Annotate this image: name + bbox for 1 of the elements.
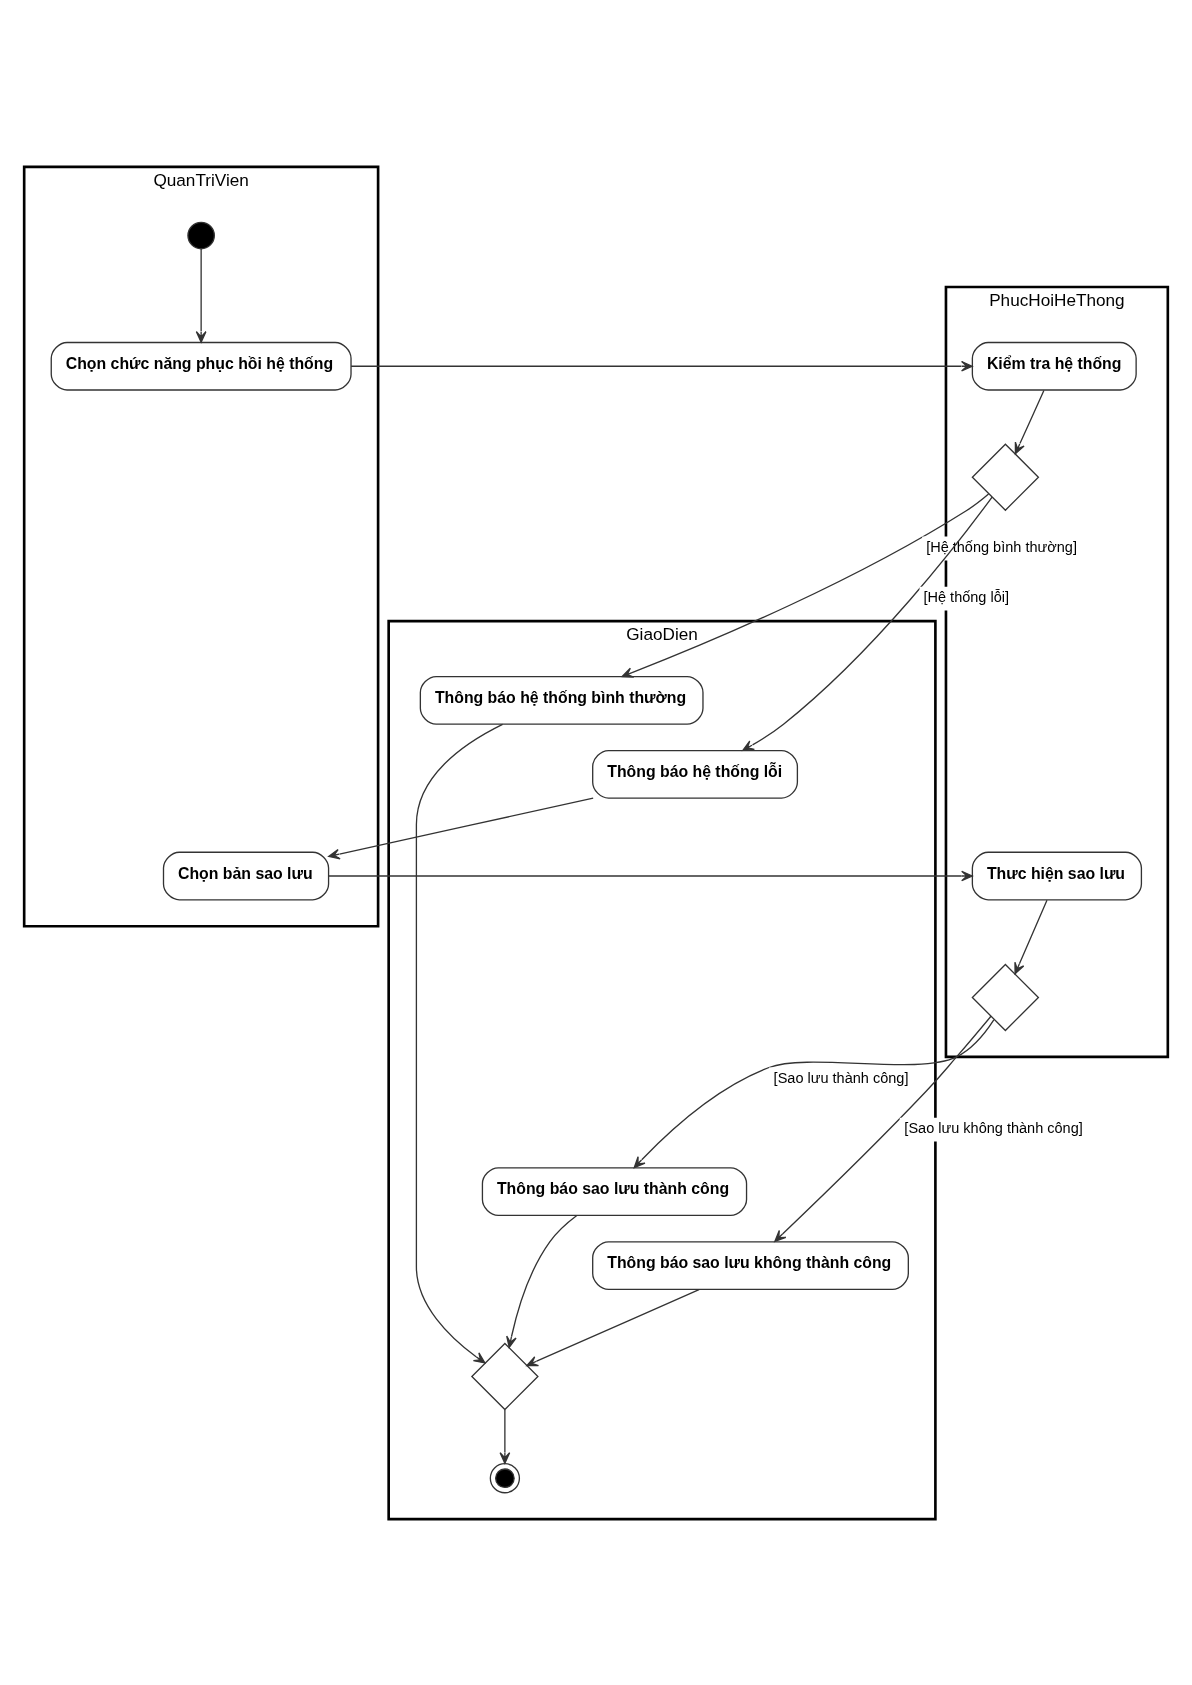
- edge-label: [Sao lưu thành công]: [773, 1069, 909, 1086]
